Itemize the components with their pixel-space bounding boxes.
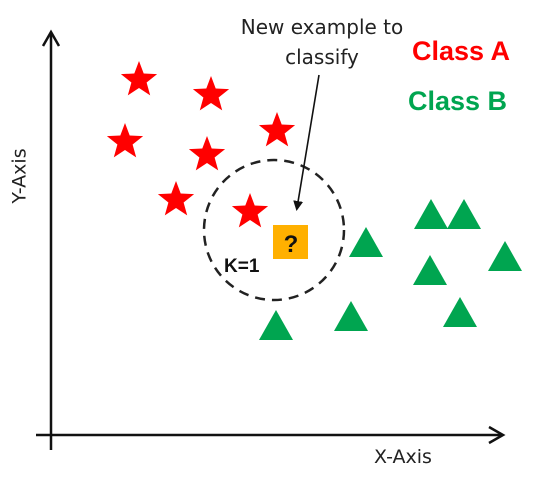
- x-axis-label: X-Axis: [374, 446, 432, 468]
- class-a-star-icon: [231, 193, 269, 228]
- class-a-star-icon: [106, 123, 144, 158]
- k-value-label: K=1: [224, 256, 260, 277]
- class-b-triangle-icon: [259, 310, 293, 340]
- new-example-annotation: New example to classify: [240, 15, 404, 69]
- class-b-triangle-icon: [443, 297, 477, 327]
- k-neighborhood-circle: [202, 158, 346, 302]
- class-a-star-icon: [188, 136, 226, 171]
- legend-class-b: Class B: [408, 86, 508, 116]
- class-b-triangle-icon: [413, 255, 447, 285]
- legend-class-a: Class A: [412, 36, 511, 66]
- class-a-star-icon: [258, 112, 296, 147]
- class-b-triangle-icon: [488, 241, 522, 271]
- query-point-marker: [273, 225, 308, 259]
- annotation-arrow: [293, 74, 320, 211]
- x-axis-arrowhead: [488, 425, 506, 445]
- class-b-triangle-icon: [334, 301, 368, 331]
- class-a-star-icon: [120, 61, 158, 96]
- y-axis-arrowhead: [41, 29, 61, 47]
- y-axis-label: Y-Axis: [8, 148, 31, 204]
- class-a-star-icon: [192, 76, 230, 111]
- class-a-points: [106, 61, 296, 228]
- class-b-points: [259, 199, 522, 340]
- class-b-triangle-icon: [447, 199, 481, 229]
- query-point-symbol: ?: [284, 231, 299, 258]
- class-a-star-icon: [157, 181, 195, 216]
- class-b-triangle-icon: [349, 227, 383, 257]
- class-b-triangle-icon: [414, 199, 448, 229]
